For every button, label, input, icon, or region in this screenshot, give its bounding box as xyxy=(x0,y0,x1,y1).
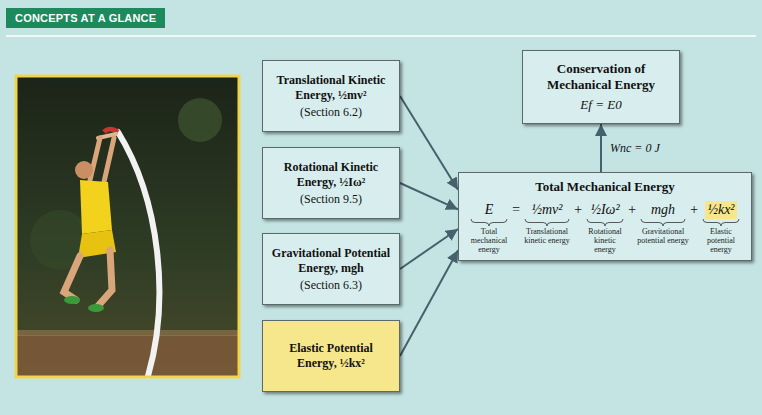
equation-term: + xyxy=(689,201,699,219)
connector-arrow xyxy=(400,229,458,269)
underbrace xyxy=(702,219,740,226)
connector-arrow xyxy=(400,96,458,190)
equation-row: E Total mechanical energy= ½mv² Translation… xyxy=(467,201,743,254)
underbrace-path xyxy=(471,219,507,226)
energy-term: ½mv² xyxy=(529,201,564,219)
box-subtext: Ef = E0 xyxy=(580,96,621,113)
underbrace xyxy=(586,219,624,226)
term-caption: Elastic potential energy xyxy=(699,227,743,254)
connector-arrow xyxy=(400,250,458,356)
equation-term: mghGravitational potential energy xyxy=(637,201,689,245)
term-caption: Rotational kinetic energy xyxy=(583,227,627,254)
underbrace-path xyxy=(703,219,739,226)
concept-box: Rotational Kinetic Energy, ½Iω² (Section … xyxy=(262,147,400,219)
connector-arrow xyxy=(600,124,602,172)
box-heading: Gravitational Potential Energy, mgh xyxy=(269,246,393,276)
pole-vault-photo xyxy=(16,76,239,377)
box-subtext: (Section 9.5) xyxy=(300,192,362,207)
box-heading: Translational Kinetic Energy, ½mv² xyxy=(269,73,393,103)
box-heading: Elastic Potential Energy, ½kx² xyxy=(269,341,393,371)
term-caption: Total mechanical energy xyxy=(467,227,511,254)
underbrace-path xyxy=(641,219,685,226)
equation-term: ½mv² Translational kinetic energy xyxy=(521,201,573,245)
underbrace-path xyxy=(587,219,623,226)
underbrace xyxy=(524,219,570,226)
energy-term: mgh xyxy=(649,201,677,219)
energy-term: ½Iω² xyxy=(588,201,621,219)
equation-operator: + xyxy=(625,201,638,219)
equation-term: + xyxy=(573,201,583,219)
concept-box: Gravitational Potential Energy, mgh (Sect… xyxy=(262,233,400,305)
total-energy-box: Total Mechanical EnergyE Total mechanical… xyxy=(458,172,752,261)
equation-term: ½Iω² Rotational kinetic energy xyxy=(583,201,627,254)
term-caption: Gravitational potential energy xyxy=(637,227,689,245)
box-heading: Rotational Kinetic Energy, ½Iω² xyxy=(269,160,393,190)
equation-term: + xyxy=(627,201,637,219)
box-heading: Conservation of Mechanical Energy xyxy=(529,61,673,93)
box-subtext: (Section 6.2) xyxy=(300,105,362,120)
concept-box: Conservation of Mechanical Energy Ef = E0 xyxy=(522,50,680,124)
equation-operator: = xyxy=(509,201,522,219)
equation-term: = xyxy=(511,201,521,219)
section-banner: CONCEPTS AT A GLANCE xyxy=(6,8,165,28)
underbrace xyxy=(640,219,686,226)
equation-term: E Total mechanical energy xyxy=(467,201,511,254)
box-subtext: (Section 6.3) xyxy=(300,278,362,293)
concept-box: Elastic Potential Energy, ½kx² xyxy=(262,320,400,392)
equation-term: ½kx² Elastic potential energy xyxy=(699,201,743,254)
equation-operator: + xyxy=(571,201,584,219)
equation-operator: + xyxy=(687,201,700,219)
header-rule xyxy=(6,35,756,37)
concept-box: Translational Kinetic Energy, ½mv² (Secti… xyxy=(262,60,400,132)
energy-term: ½kx² xyxy=(705,201,736,219)
underbrace xyxy=(470,219,508,226)
connector-label: Wnc = 0 J xyxy=(608,141,662,156)
connector-arrow xyxy=(400,183,458,209)
energy-term: E xyxy=(483,201,496,219)
underbrace-path xyxy=(525,219,569,226)
term-caption: Translational kinetic energy xyxy=(521,227,573,245)
box-heading: Total Mechanical Energy xyxy=(535,179,675,195)
